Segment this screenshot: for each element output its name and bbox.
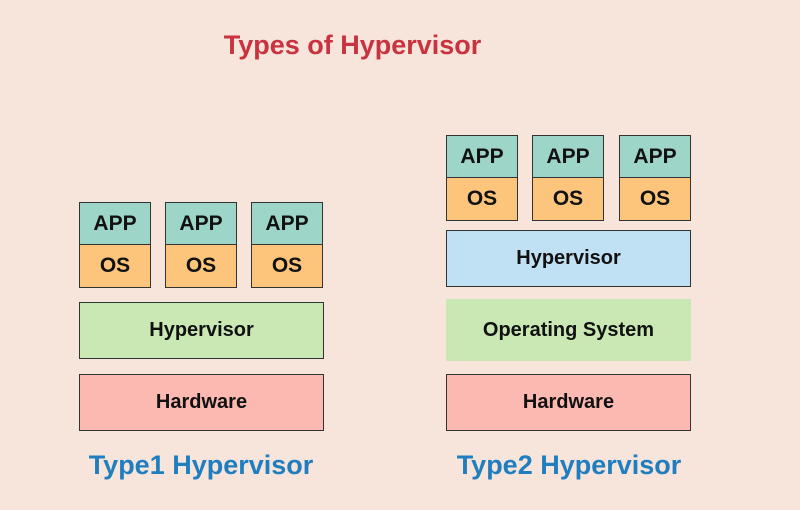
type1-vm1-os: OS [79, 244, 151, 288]
type1-hypervisor-layer: Hypervisor [79, 302, 324, 359]
type2-vm1-app: APP [446, 135, 518, 179]
type1-vm2-os: OS [165, 244, 237, 288]
type2-label: Type2 Hypervisor [456, 450, 682, 480]
type2-vm1-os: OS [446, 177, 518, 221]
type1-vm3-app: APP [251, 202, 323, 246]
type2-vm3-os: OS [619, 177, 691, 221]
type1-vm2-app: APP [165, 202, 237, 246]
type1-vm1-app: APP [79, 202, 151, 246]
diagram-title: Types of Hypervisor [223, 30, 482, 60]
type2-vm2-app: APP [532, 135, 604, 179]
type2-hardware-layer: Hardware [446, 374, 691, 431]
type2-vm2-os: OS [532, 177, 604, 221]
type2-vm3-app: APP [619, 135, 691, 179]
type2-hypervisor-layer: Hypervisor [446, 230, 691, 287]
type1-vm3-os: OS [251, 244, 323, 288]
type2-operating-system-layer: Operating System [446, 299, 691, 361]
type1-label: Type1 Hypervisor [88, 450, 314, 480]
type1-hardware-layer: Hardware [79, 374, 324, 431]
